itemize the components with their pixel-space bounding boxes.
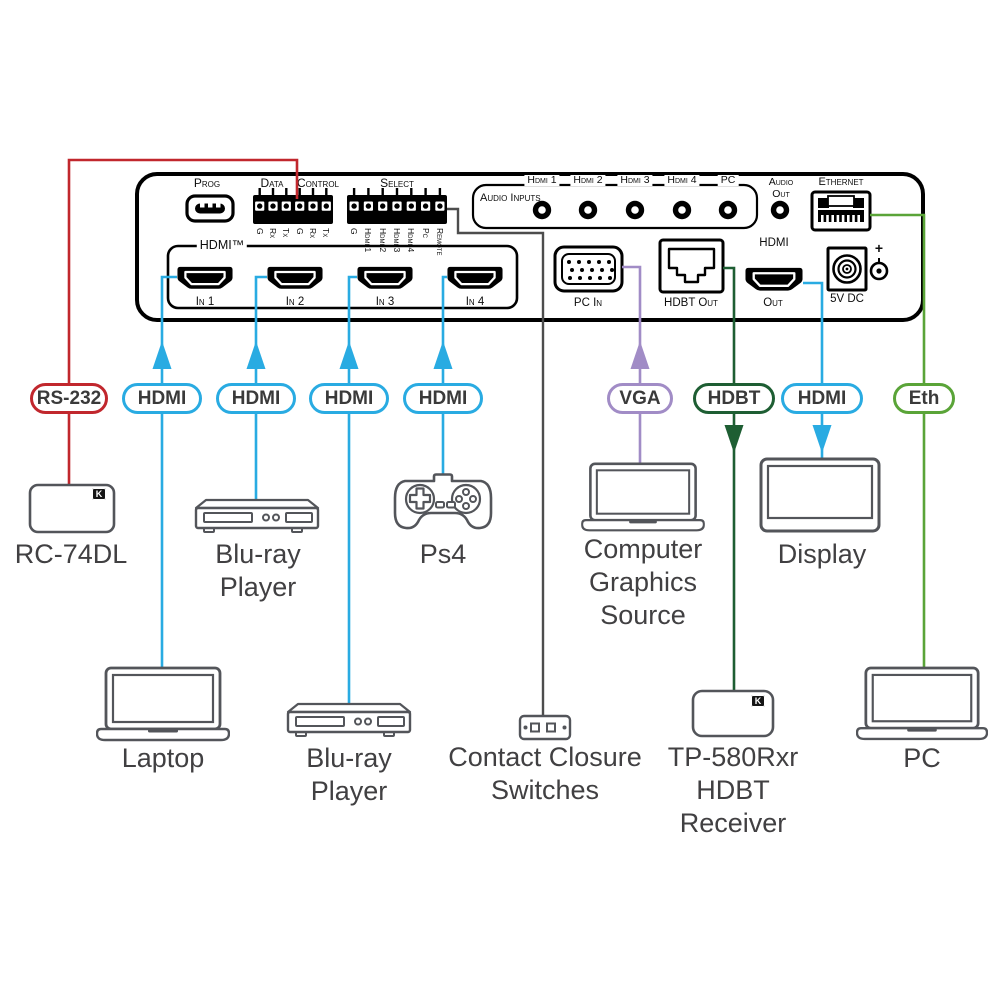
arrow-up-icon <box>630 341 650 369</box>
device-label-ps4: Ps4 <box>419 539 467 569</box>
cable-label-eth: Eth <box>893 383 955 414</box>
cable-eth-line <box>870 213 926 678</box>
select-label: Select <box>380 176 414 190</box>
device-label-laptop: Laptop <box>121 743 205 773</box>
arrow-up-icon <box>433 341 453 369</box>
display-icon <box>759 457 881 533</box>
kramer-logo: K <box>751 695 765 707</box>
device-label-tp580-1: TP-580Rxr <box>667 742 799 772</box>
device-label-bluray-top-2: Player <box>219 572 297 602</box>
device-label-cgs-1: Computer <box>583 534 703 564</box>
cable-hdmi-in2-line <box>254 275 267 508</box>
device-label-tp580-2: HDBT <box>696 775 770 805</box>
device-label-rc74dl: RC-74DL <box>14 539 128 569</box>
hdmi-out-top-label: HDMI <box>759 237 789 249</box>
contact-closure-switches-icon <box>518 714 572 741</box>
cable-hdmi-in3-line <box>347 275 357 714</box>
hdmi-in2-label: In 2 <box>285 296 305 308</box>
cable-label-hdmi-out: HDMI <box>781 383 863 414</box>
game-controller-icon <box>393 473 493 530</box>
cable-label-hdmi-4: HDMI <box>403 383 483 414</box>
audio-channel-label: Hdmi 1 <box>524 175 560 186</box>
polarity-plus-label: + <box>874 240 884 256</box>
kramer-logo: K <box>92 488 106 500</box>
device-label-bluray-bottom-1: Blu-ray <box>306 743 392 773</box>
hdbt-out-port-icon <box>658 238 725 294</box>
arrow-up-icon <box>339 341 359 369</box>
laptop-icon <box>96 666 230 744</box>
ethernet-label: Ethernet <box>818 176 864 188</box>
usb-prog-port-icon <box>185 194 235 223</box>
control-label: Control <box>296 176 340 190</box>
cable-rs232-line <box>67 158 299 490</box>
arrow-up-icon <box>246 341 266 369</box>
cable-hdbt-line <box>723 266 736 697</box>
pc-icon <box>856 666 988 743</box>
device-label-pc: PC <box>903 743 941 773</box>
audio-channel-label: PC <box>717 175 739 186</box>
hdmi-out-bottom-label: Out <box>763 297 783 309</box>
device-label-cgs-2: Graphics <box>588 567 698 597</box>
cable-hdmi-in4-line <box>441 275 447 478</box>
audio-channel-label: Hdmi 2 <box>570 175 606 186</box>
vga-port-icon <box>553 245 624 293</box>
audio-out-label-line2: Out <box>772 188 790 201</box>
audio-channel-label: Hdmi 3 <box>617 175 653 186</box>
cable-label-hdmi-3: HDMI <box>309 383 389 414</box>
bluray-player-icon <box>282 700 416 740</box>
power-label: 5V DC <box>830 293 864 305</box>
audio-channel-label: Hdmi 4 <box>664 175 700 186</box>
hdmi-in4-label: In 4 <box>465 296 485 308</box>
arrow-down-icon <box>812 425 832 453</box>
data-label: Data <box>260 176 284 190</box>
audio-out-jack-icon <box>770 200 790 220</box>
bluray-player-icon <box>190 496 324 536</box>
cable-label-hdmi-1: HDMI <box>122 383 202 414</box>
cable-hdmi-in1-line <box>160 275 177 678</box>
device-label-bluray-top-1: Blu-ray <box>215 539 301 569</box>
ethernet-port-icon <box>810 190 872 232</box>
cable-label-vga: VGA <box>607 383 673 414</box>
rear-panel-connectors <box>166 183 889 310</box>
hdmi-in1-label: In 1 <box>195 296 215 308</box>
audio-out-label-line1: Audio <box>768 176 794 188</box>
prog-label: Prog <box>193 176 221 190</box>
device-label-display: Display <box>777 539 867 569</box>
hdmi-in3-label: In 3 <box>375 296 395 308</box>
cable-remote-line <box>447 207 545 722</box>
arrow-down-icon <box>724 425 744 453</box>
device-label-ccs-2: Switches <box>490 775 600 805</box>
select-terminal-block-icon <box>347 188 447 224</box>
arrow-up-icon <box>152 341 172 369</box>
device-label-cgs-3: Source <box>600 600 686 630</box>
audio-inputs-group <box>471 183 759 230</box>
data-control-terminal-block-icon <box>253 188 333 224</box>
cable-label-hdbt: HDBT <box>693 383 775 414</box>
hdbt-out-label: HDBT Out <box>664 297 718 309</box>
pc-in-label: PC In <box>573 297 603 309</box>
device-label-ccs-1: Contact Closure <box>448 742 642 772</box>
power-jack-icon <box>826 246 868 292</box>
audio-inputs-label: Audio Inputs <box>480 192 541 204</box>
polarity-icon <box>869 258 889 281</box>
computer-graphics-source-icon <box>581 462 705 534</box>
cable-label-rs232: RS-232 <box>30 383 108 414</box>
cable-label-hdmi-2: HDMI <box>216 383 296 414</box>
device-label-tp580-3: Receiver <box>679 808 787 838</box>
hdmi-group-label: HDMI™ <box>196 239 248 252</box>
cable-vga-line <box>622 265 642 472</box>
device-label-bluray-bottom-2: Player <box>310 776 388 806</box>
